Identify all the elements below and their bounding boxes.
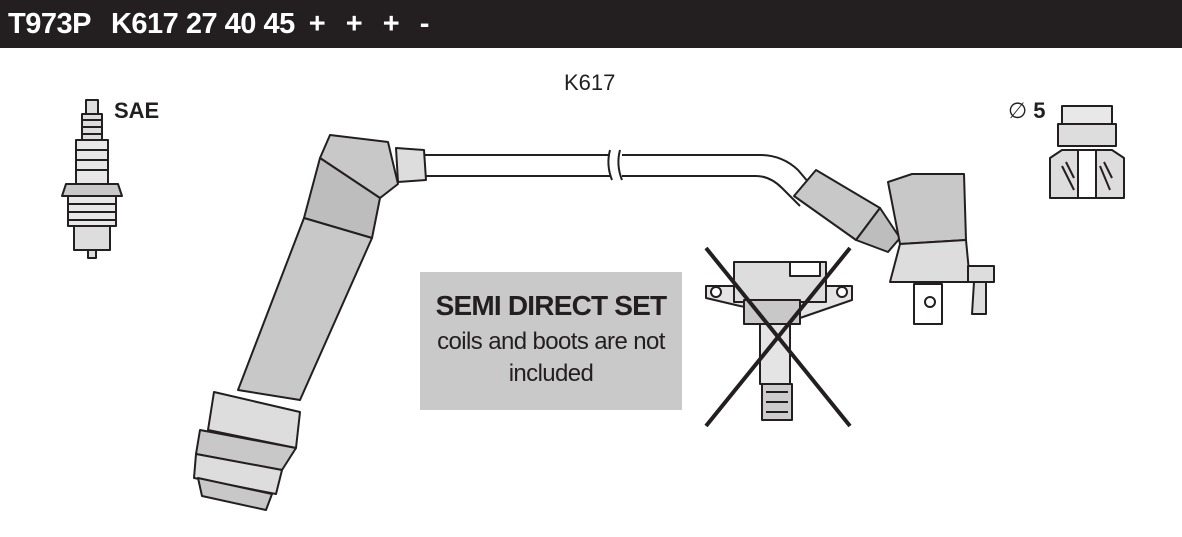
terminal-diameter-icon <box>1049 105 1125 199</box>
part-numbers: K617 27 40 45 <box>110 7 295 40</box>
note-title: SEMI DIRECT SET <box>435 290 668 321</box>
header-bar: T973P K617 27 40 45 + + + - <box>0 0 1182 48</box>
coil-boot-icon <box>793 169 995 325</box>
terminal-diameter-label: ∅ 5 <box>1008 98 1046 124</box>
compatibility-signs: + + + - <box>308 7 436 40</box>
spark-plug-standard: SAE <box>114 98 160 123</box>
spark-plug-icon <box>61 99 123 259</box>
product-code: T973P <box>8 7 91 40</box>
diameter-symbol: ∅ <box>1008 98 1028 123</box>
spark-plug-boot-icon <box>193 134 427 511</box>
diameter-value: 5 <box>1033 98 1046 123</box>
semi-direct-note: SEMI DIRECT SET coils and boots are not … <box>420 272 682 410</box>
set-label: K617 <box>564 70 616 95</box>
ignition-cable <box>418 149 816 207</box>
note-text: coils and boots are not included <box>437 328 665 387</box>
cross-out-mark <box>704 246 852 428</box>
